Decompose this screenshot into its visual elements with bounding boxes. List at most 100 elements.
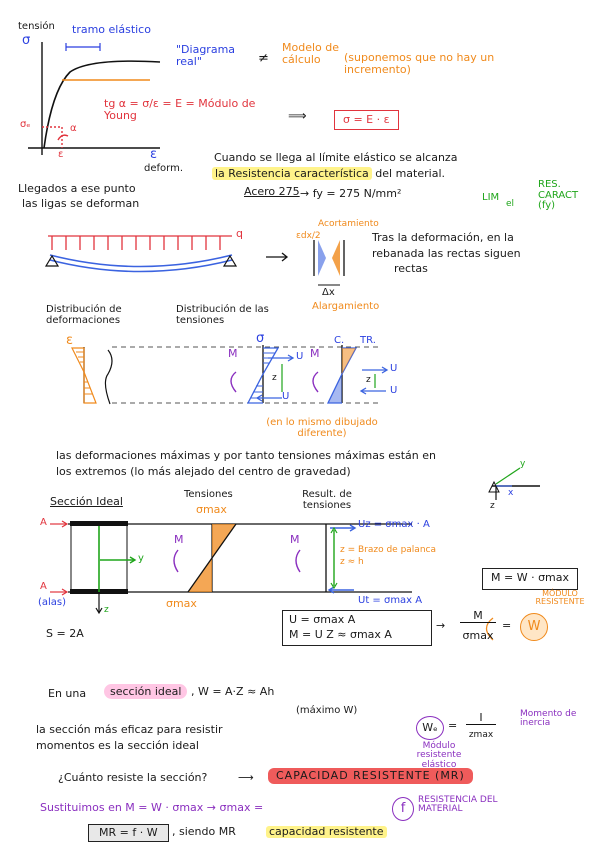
cuanto-arrow: ⟶ [238, 771, 254, 784]
sigma-e-label: σₑ [20, 119, 31, 130]
siendo-text: , siendo MR [172, 825, 236, 838]
tg-alpha-formula: tg α = σ/ε = E = Módulo de Young [104, 97, 256, 122]
y-axis-section: y [138, 553, 144, 564]
z-arm-1: z [272, 373, 277, 383]
traction-label: TR. [360, 335, 376, 346]
alas-label: (alas) [38, 597, 67, 608]
we-equals: = [448, 719, 458, 732]
brazo-palanca-label: z = Brazo de palanca [340, 545, 436, 555]
moment-ideal-2: M [290, 533, 300, 546]
we-circle: Wₑ [416, 716, 444, 740]
mismo-dibujado-note: (en lo mismo dibujado diferente) [266, 417, 378, 439]
modulo-resistente-elastico-label: Módulo resistente elástico [416, 741, 462, 770]
area-a-top: A [40, 517, 47, 528]
llegados-line1: Llegados a ese punto [18, 182, 136, 195]
axes-sketch [488, 467, 540, 500]
sigma-max-top: σmax [196, 503, 227, 516]
tras-line3: rectas [394, 262, 428, 275]
tras-line2: rebanada las rectas siguen [372, 247, 521, 260]
capacidad-resistente-note: capacidad resistente [266, 826, 387, 838]
sustituimos-line: Sustituimos en M = W · σmax → σmax = [40, 801, 264, 814]
deformaciones-maximas-line2: los extremos (lo más alejado del centro … [56, 465, 351, 478]
edx-label: εdx/2 [296, 231, 321, 241]
resistencia-material-label: RESISTENCIA DEL MATERIAL [418, 795, 498, 815]
moment-label-2: M [310, 347, 320, 360]
stress-distribution-1 [230, 345, 295, 404]
acero-label: Acero 275 [244, 185, 300, 198]
en-una-prefix: En una [48, 687, 87, 700]
u-force-2: U [282, 391, 290, 402]
mw-formula: M = W · σmax [491, 571, 570, 584]
el-subscript: el [506, 199, 515, 209]
suponemos-note: (suponemos que no hay un incremento) [344, 51, 495, 76]
deformed-slice [313, 240, 345, 286]
dx-label: Δx [322, 287, 335, 298]
capacidad-resistente-highlight: CAPACIDAD RESISTENTE (MR) [268, 768, 473, 784]
equals-sign: = [502, 619, 512, 632]
u-force-3: U [390, 363, 398, 374]
x-axis-small: x [508, 488, 514, 498]
lim-label: LIM [482, 192, 500, 203]
seccion-ideal-highlight-row: sección ideal , W = A·Z ≈ Ah [104, 684, 274, 699]
moment-ideal-1: M [174, 533, 184, 546]
strain-distribution [71, 346, 380, 405]
z-axis-small: z [490, 501, 495, 511]
maximo-w-label: (máximo W) [296, 705, 358, 716]
u-force-1: U [296, 351, 304, 362]
ut-formula: Ut = σmax A [358, 595, 423, 606]
seccion-ideal-title: Sección Ideal [50, 495, 123, 508]
neq-symbol: ≠ [258, 51, 269, 66]
moment-label-1: M [228, 347, 238, 360]
mw-formula-box: M = W · σmax [482, 568, 578, 590]
eq-arrow: → [436, 619, 446, 632]
s-2a-label: S = 2A [46, 627, 84, 640]
ideal-section-diagram [50, 520, 412, 615]
z-axis-section: z [104, 605, 109, 615]
stress-strain-graph [28, 42, 161, 155]
loaded-beam [44, 235, 238, 273]
inertia-numerator: I [466, 712, 496, 725]
compression-label: C. [334, 335, 345, 346]
cuando-line1: Cuando se llega al límite elástico se al… [214, 151, 458, 164]
w-paren [485, 617, 494, 641]
w-circle: W [520, 613, 548, 641]
llegados-line2: las ligas se deforman [22, 197, 140, 210]
sigma-axis-label: σ [22, 33, 31, 48]
equilibrium-box: U = σmax A M = U Z ≈ σmax A [282, 610, 432, 646]
tras-line1: Tras la deformación, en la [372, 231, 514, 244]
eps-axis-label: ε [150, 147, 158, 162]
fy-formula: → fy = 275 N/mm² [300, 187, 402, 200]
dist-deformaciones-title: Distribución de deformaciones [46, 304, 122, 326]
mr-formula-box: MR = f · W [88, 824, 169, 842]
alargamiento-label: Alargamiento [312, 301, 380, 312]
seccion-ideal-highlight: sección ideal [104, 684, 188, 699]
diagrama-real-label: "Diagrama real" [176, 43, 236, 68]
implies-arrow: ⟹ [288, 109, 307, 124]
resultante-title: Result. de tensiones [302, 489, 352, 511]
dist-tensiones-title: Distribución de las tensiones [176, 304, 269, 326]
uz-formula: Uz = σmax · A [358, 519, 430, 530]
frac-numerator: M [460, 610, 496, 623]
z-approx-h-label: z ≈ h [340, 557, 364, 567]
cuanto-resiste-question: ¿Cuánto resiste la sección? [58, 771, 208, 784]
deformaciones-maximas-line1: las deformaciones máximas y por tanto te… [56, 449, 436, 462]
alpha-label: α [70, 123, 77, 134]
deform-label: deform. [144, 163, 183, 174]
hooke-formula-box: σ = E · ε [334, 110, 399, 130]
modulo-resistente-label: MÓDULO RESISTENTE [535, 589, 585, 607]
eficaz-line2: momentos es la sección ideal [36, 739, 199, 752]
modelo-calculo-label: Modelo de cálculo [282, 41, 340, 66]
area-a-bottom: A [40, 581, 47, 592]
frac-denominator: σmax [462, 629, 494, 642]
y-axis-small: y [520, 459, 526, 469]
eps-e-label: ε [58, 149, 64, 160]
sigma-max-bottom: σmax [166, 597, 197, 610]
cuando-line2: la Resistencia característica del materi… [212, 167, 445, 180]
f-circle: f [392, 797, 414, 821]
stress-distribution-2 [312, 345, 389, 404]
tensiones-title: Tensiones [184, 489, 233, 500]
z-arm-2: z [366, 375, 371, 385]
q-load-label: q [236, 227, 243, 240]
sigma-stress-label: σ [256, 331, 265, 346]
